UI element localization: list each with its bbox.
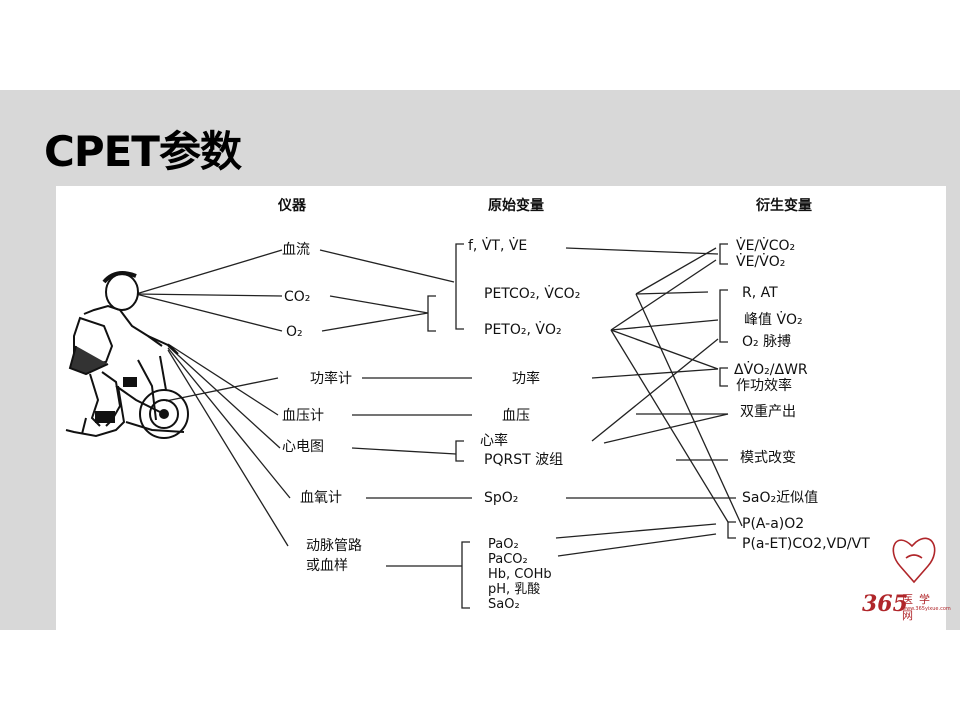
line-head-co2 — [135, 293, 283, 297]
line-body-oximeter — [167, 347, 291, 499]
bracket-raw-ventilation — [455, 243, 464, 330]
header-derived: 衍生变量 — [756, 198, 812, 214]
derived-sao2-approx: SaO₂近似值 — [742, 490, 819, 506]
line-co2-vevco2 — [635, 247, 717, 295]
raw-pqrst: PQRST 波组 — [484, 452, 564, 468]
raw-petco2-vco2: PETCO₂, V̇CO₂ — [484, 286, 581, 302]
line-ecg-raw — [351, 447, 457, 455]
line-power-derived — [591, 368, 719, 379]
line-bike-bp — [167, 343, 279, 416]
derived-o2-pulse: O₂ 脉搏 — [742, 334, 792, 350]
derived-p-a-et-co2: P(a-ET)CO2,VD/VT — [742, 536, 870, 552]
watermark-chars: 医学网 — [902, 593, 936, 622]
slide-title: CPET参数 — [44, 127, 242, 176]
derived-dvo2-dwr: ΔV̇O₂/ΔWR — [734, 362, 808, 378]
raw-bp: 血压 — [502, 408, 530, 424]
instrument-co2: CO₂ — [284, 289, 311, 305]
instrument-arterial-line: 动脉管路 — [306, 538, 362, 554]
raw-arterial-item: PaO₂ — [488, 537, 519, 552]
line-bloodflow-raw — [319, 249, 455, 283]
watermark-url: www.365yixue.com — [902, 606, 951, 612]
cyclist-illustration — [65, 271, 189, 439]
line-head-bloodflow — [135, 249, 283, 295]
derived-ve-vo2: V̇E/V̇O₂ — [736, 254, 786, 270]
derived-r-at: R, AT — [742, 285, 778, 301]
raw-arterial-item: SaO₂ — [488, 597, 520, 612]
bracket-derived-work — [719, 367, 728, 387]
header-instrument: 仪器 — [278, 198, 306, 214]
bracket-derived-ve — [719, 243, 728, 265]
cpet-diagram: 仪器 原始变量 衍生变量 血流 CO₂ O₂ 功率计 血压计 心电图 血氧计 动… — [56, 186, 951, 630]
instrument-o2: O₂ — [286, 324, 303, 340]
instrument-power-meter: 功率计 — [310, 371, 352, 387]
raw-power: 功率 — [512, 371, 540, 387]
line-body-arterial — [167, 349, 289, 547]
instrument-ecg: 心电图 — [282, 439, 324, 455]
bracket-derived-o2 — [719, 289, 728, 343]
line-o2-dvo2 — [610, 329, 719, 370]
line-body-ecg — [167, 345, 281, 449]
line-ve-derived — [565, 247, 719, 255]
line-paco2-derived — [557, 533, 717, 557]
watermark-number: 365 — [862, 591, 908, 617]
line-co2-r — [635, 291, 709, 295]
derived-double-product: 双重产出 — [740, 404, 796, 420]
raw-spo2: SpO₂ — [484, 490, 519, 506]
derived-p-a-a-o2: P(A-a)O2 — [742, 516, 805, 532]
line-hr-double — [603, 413, 729, 444]
instrument-bloodflow: 血流 — [282, 242, 310, 258]
instrument-oximeter: 血氧计 — [300, 490, 342, 506]
derived-work-efficiency: 作功效率 — [736, 378, 792, 394]
raw-f-vt-ve: f, V̇T, V̇E — [468, 238, 528, 254]
raw-arterial-item: PaCO₂ — [488, 552, 528, 567]
line-o2-peak — [610, 319, 719, 331]
header-raw: 原始变量 — [488, 198, 544, 214]
line-o2-bracket — [321, 312, 429, 332]
instrument-blood-sample: 或血样 — [306, 558, 348, 574]
line-o2-paa — [610, 329, 729, 523]
derived-peak-vo2: 峰值 V̇O₂ — [744, 312, 803, 328]
line-head-o2 — [135, 293, 283, 332]
watermark-heart — [892, 537, 936, 584]
line-co2-pact — [635, 293, 743, 527]
instrument-bp-meter: 血压计 — [282, 408, 324, 424]
line-o2-vevo2 — [610, 259, 717, 331]
raw-peto2-vo2: PETO₂, V̇O₂ — [484, 322, 562, 338]
bracket-ecg — [455, 440, 464, 462]
line-co2-bracket — [329, 295, 429, 314]
line-bike-power — [165, 377, 279, 402]
bracket-derived-gas — [727, 521, 736, 539]
line-pao2-derived — [555, 523, 717, 539]
diagram-lines — [65, 243, 936, 609]
derived-pattern-change: 模式改变 — [740, 450, 796, 466]
raw-arterial-item: pH, 乳酸 — [488, 582, 541, 597]
raw-hr: 心率 — [480, 433, 508, 449]
raw-arterial-item: Hb, COHb — [488, 567, 552, 582]
line-hr-o2pulse — [591, 338, 719, 442]
derived-ve-vco2: V̇E/V̇CO₂ — [736, 238, 796, 254]
bracket-co2-o2 — [427, 295, 436, 332]
bracket-arterial — [461, 541, 470, 609]
